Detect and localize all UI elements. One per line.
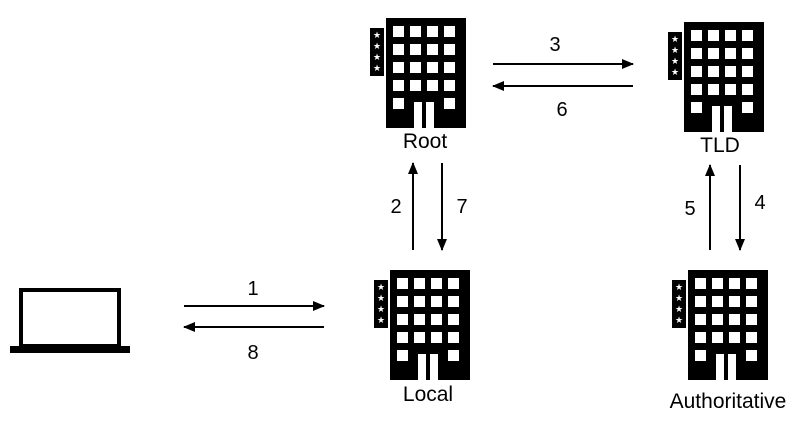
- step-label-1: 1: [247, 278, 258, 300]
- step-label-7: 7: [456, 196, 467, 218]
- step-label-4: 4: [754, 192, 765, 214]
- step-label-5: 5: [684, 198, 695, 220]
- local-label: Local: [403, 383, 453, 406]
- step-label-3: 3: [549, 34, 560, 56]
- local-server-node: Local: [374, 270, 470, 406]
- authoritative-building-icon: [672, 270, 768, 380]
- laptop-icon: [10, 288, 130, 354]
- root-server-node: Root: [370, 18, 466, 153]
- step-label-8: 8: [247, 342, 258, 364]
- client-node: [10, 288, 130, 354]
- local-building-icon: [374, 270, 470, 380]
- root-building-icon: [370, 18, 466, 128]
- step-label-6: 6: [556, 99, 567, 121]
- tld-building-icon: [668, 22, 764, 132]
- authoritative-label: Authoritative: [670, 390, 787, 413]
- tld-label: TLD: [700, 134, 740, 157]
- root-label: Root: [403, 130, 448, 153]
- tld-server-node: TLD: [668, 22, 764, 157]
- authoritative-server-node: Authoritative: [670, 270, 787, 413]
- step-label-2: 2: [390, 196, 401, 218]
